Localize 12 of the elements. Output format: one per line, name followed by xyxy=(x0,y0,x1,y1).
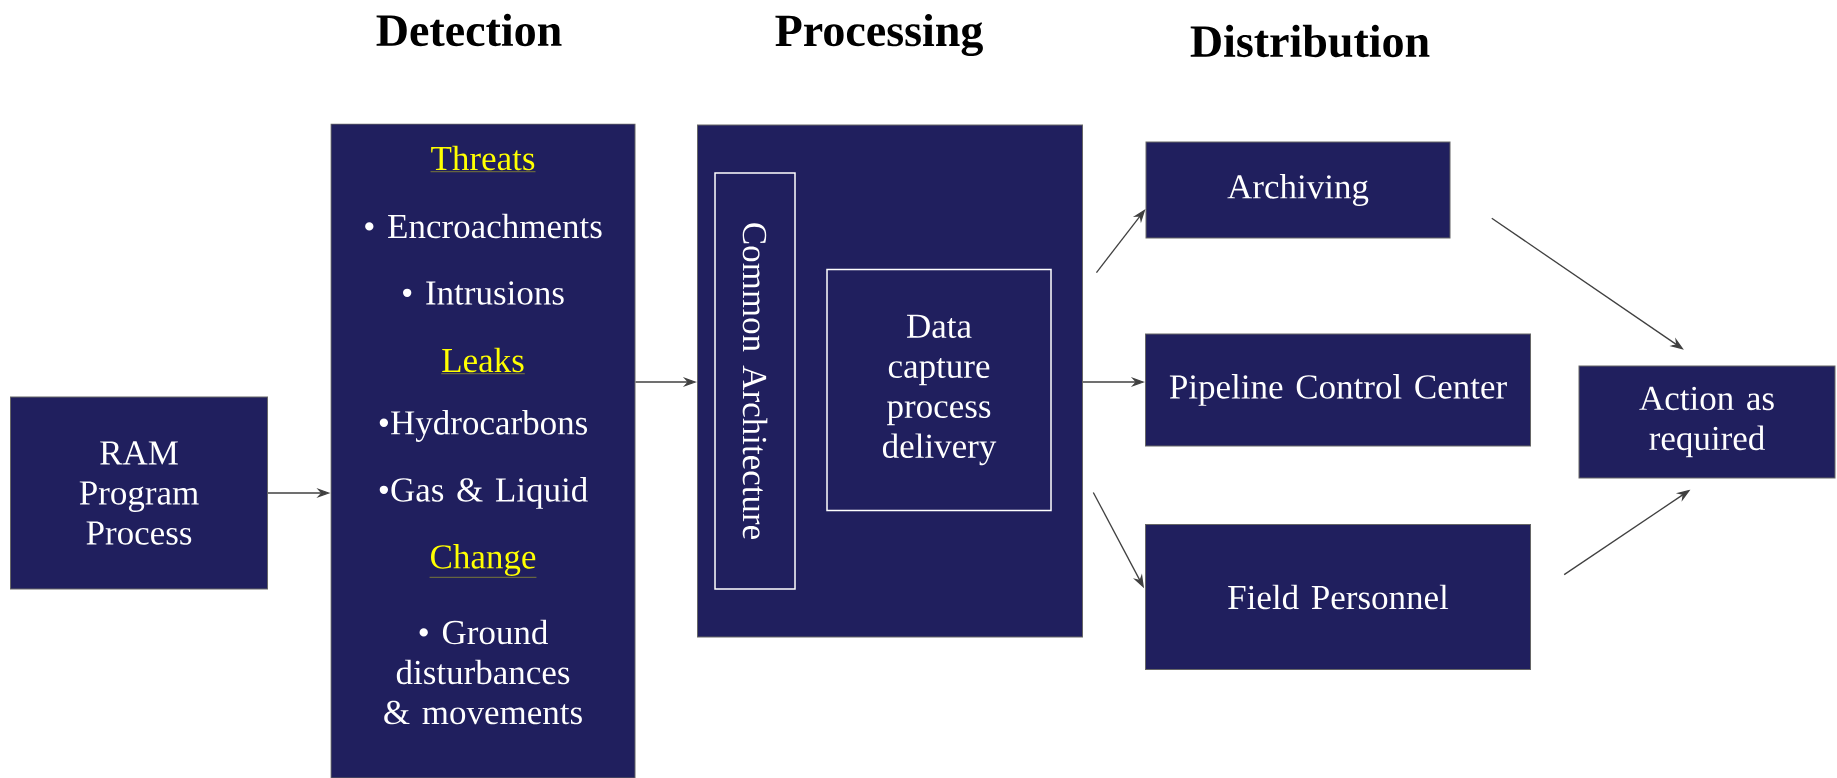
process-box: Action as required xyxy=(1578,365,1836,479)
column-title: Processing xyxy=(775,13,983,57)
process-box: Pipeline Control Center xyxy=(1145,333,1531,447)
process-box xyxy=(697,124,1083,638)
inner-box: Common Architecture xyxy=(714,172,796,590)
process-box: RAM Program Process xyxy=(10,396,268,590)
process-box: Archiving xyxy=(1145,141,1451,239)
column-title: Detection xyxy=(376,13,562,47)
inner-box: Data capture process delivery xyxy=(826,268,1052,512)
process-box: Threats • Encroachments • Intrusions Leaks •Hydrocarbons •Gas & Liquid Change • Ground disturbances & movements xyxy=(330,123,636,778)
process-box: Field Personnel xyxy=(1145,524,1531,670)
column-title: Distribution xyxy=(1190,24,1430,58)
